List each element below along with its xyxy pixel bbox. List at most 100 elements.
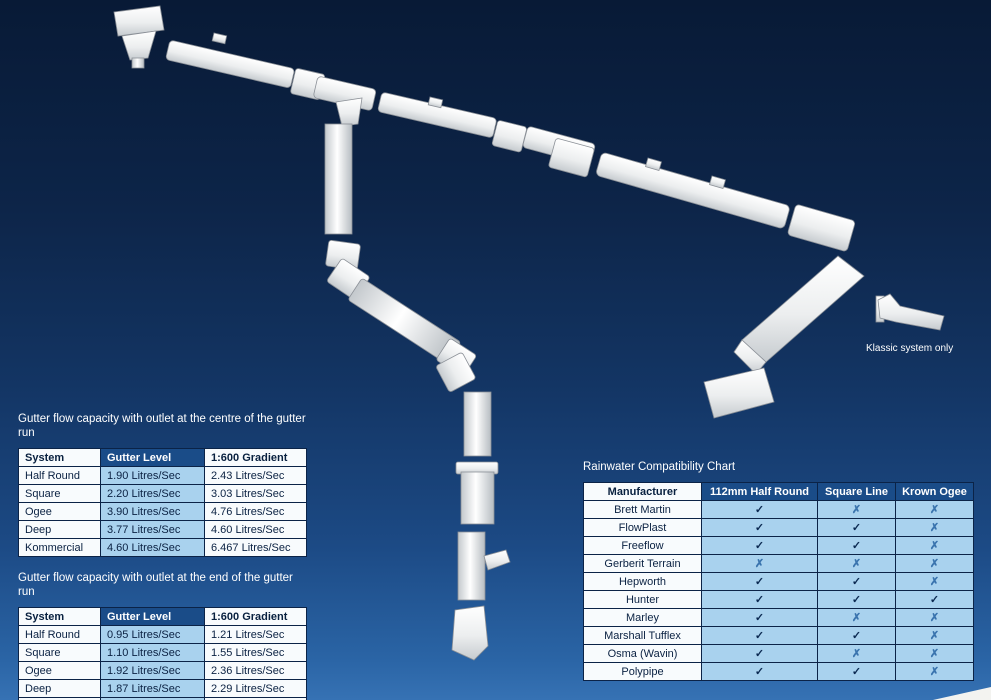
manufacturer-cell: Freeflow <box>583 536 702 555</box>
page-corner-curl <box>933 687 991 700</box>
table-row: Half Round 0.95 Litres/Sec 1.21 Litres/S… <box>18 625 307 644</box>
compat-mark: ✗ <box>817 608 896 627</box>
compat-mark: ✓ <box>701 572 818 591</box>
flow-value-cell: 1.87 Litres/Sec <box>100 679 205 698</box>
end-table-caption: Gutter flow capacity with outlet at the … <box>18 572 293 598</box>
flow-value-cell: 0.95 Litres/Sec <box>100 625 205 644</box>
table-row: Kommercial 4.60 Litres/Sec 6.467 Litres/… <box>18 538 307 557</box>
manufacturer-cell: FlowPlast <box>583 518 702 537</box>
manufacturer-cell: Hepworth <box>583 572 702 591</box>
flow-value-cell: 1.10 Litres/Sec <box>100 643 205 662</box>
compat-mark: ✓ <box>895 590 974 609</box>
centre-table-caption: Gutter flow capacity with outlet at the … <box>18 413 306 439</box>
flow-value-cell: 2.20 Litres/Sec <box>100 484 205 503</box>
compat-row: Hunter ✓ ✓ ✓ <box>583 590 974 609</box>
flow-value-cell: 4.60 Litres/Sec <box>100 538 205 557</box>
system-cell: Square <box>18 484 101 503</box>
flow-value-cell: 1.90 Litres/Sec <box>100 466 205 485</box>
flow-value-cell: 3.03 Litres/Sec <box>204 484 307 503</box>
compat-caption: Rainwater Compatibility Chart <box>583 461 736 473</box>
compat-mark: ✓ <box>817 536 896 555</box>
compat-mark: ✓ <box>817 518 896 537</box>
compat-mark: ✓ <box>817 572 896 591</box>
centre-flow-table: System Gutter Level 1:600 Gradient Half … <box>18 448 307 557</box>
table-row: Deep 1.87 Litres/Sec 2.29 Litres/Sec <box>18 679 307 698</box>
compat-mark: ✗ <box>895 608 974 627</box>
compat-mark: ✓ <box>701 500 818 519</box>
column-header-system: System <box>18 607 101 626</box>
compat-mark: ✓ <box>701 662 818 681</box>
system-cell: Half Round <box>18 625 101 644</box>
compat-row: Osma (Wavin) ✓ ✗ ✗ <box>583 644 974 663</box>
flow-value-cell: 4.60 Litres/Sec <box>204 520 307 539</box>
column-header-gutter-level: Gutter Level <box>100 448 205 467</box>
compat-mark: ✗ <box>895 626 974 645</box>
compat-mark: ✗ <box>895 518 974 537</box>
compat-mark: ✓ <box>701 608 818 627</box>
compat-mark: ✗ <box>895 554 974 573</box>
column-header-krown-ogee: Krown Ogee <box>895 482 974 501</box>
klassic-system-note: Klassic system only <box>866 343 954 354</box>
gutter-run-upper <box>165 32 596 178</box>
flow-value-cell: 3.23 Litres/Sec <box>204 697 307 700</box>
flow-capacity-tables: Gutter flow capacity with outlet at the … <box>18 412 310 700</box>
table-header-row: Manufacturer 112mm Half Round Square Lin… <box>583 482 974 501</box>
flow-value-cell: 2.29 Litres/Sec <box>204 679 307 698</box>
downpipe-run <box>324 123 511 661</box>
column-header-square-line: Square Line <box>817 482 896 501</box>
flow-value-cell: 3.90 Litres/Sec <box>100 502 205 521</box>
compat-mark: ✓ <box>701 536 818 555</box>
compat-mark: ✗ <box>895 536 974 555</box>
fascia-bracket <box>875 293 945 331</box>
gutter-run-lower <box>596 152 856 252</box>
compat-mark: ✗ <box>817 644 896 663</box>
manufacturer-cell: Osma (Wavin) <box>583 644 702 663</box>
system-cell: Square <box>18 643 101 662</box>
compat-row: Marley ✓ ✗ ✗ <box>583 608 974 627</box>
table-header-row: System Gutter Level 1:600 Gradient <box>18 448 307 467</box>
compat-mark: ✓ <box>701 590 818 609</box>
manufacturer-cell: Marley <box>583 608 702 627</box>
manufacturer-cell: Marshall Tufflex <box>583 626 702 645</box>
manufacturer-cell: Polypipe <box>583 662 702 681</box>
table-row: Kommercial 2.30 Litres/Sec 3.23 Litres/S… <box>18 697 307 700</box>
hopper-outlet <box>113 5 165 69</box>
flow-value-cell: 6.467 Litres/Sec <box>204 538 307 557</box>
flow-value-cell: 1.55 Litres/Sec <box>204 643 307 662</box>
manufacturer-cell: Hunter <box>583 590 702 609</box>
flow-value-cell: 4.76 Litres/Sec <box>204 502 307 521</box>
compat-mark: ✓ <box>701 518 818 537</box>
manufacturer-cell: Gerberit Terrain <box>583 554 702 573</box>
compat-row: Brett Martin ✓ ✗ ✗ <box>583 500 974 519</box>
compat-row: Marshall Tufflex ✓ ✓ ✗ <box>583 626 974 645</box>
table-row: Ogee 1.92 Litres/Sec 2.36 Litres/Sec <box>18 661 307 680</box>
end-flow-table: System Gutter Level 1:600 Gradient Half … <box>18 607 307 700</box>
compat-row: FlowPlast ✓ ✓ ✗ <box>583 518 974 537</box>
corner-gutter-pieces <box>703 255 865 419</box>
compat-mark: ✓ <box>701 644 818 663</box>
flow-value-cell: 1.21 Litres/Sec <box>204 625 307 644</box>
flow-value-cell: 1.92 Litres/Sec <box>100 661 205 680</box>
column-header-half-round: 112mm Half Round <box>701 482 818 501</box>
compat-mark: ✓ <box>817 662 896 681</box>
table-row: Half Round 1.90 Litres/Sec 2.43 Litres/S… <box>18 466 307 485</box>
compat-mark: ✗ <box>817 554 896 573</box>
compat-mark: ✗ <box>895 644 974 663</box>
table-row: Square 2.20 Litres/Sec 3.03 Litres/Sec <box>18 484 307 503</box>
system-cell: Kommercial <box>18 538 101 557</box>
table-row: Ogee 3.90 Litres/Sec 4.76 Litres/Sec <box>18 502 307 521</box>
compat-mark: ✗ <box>701 554 818 573</box>
flow-value-cell: 2.43 Litres/Sec <box>204 466 307 485</box>
compat-mark: ✗ <box>895 500 974 519</box>
table-header-row: System Gutter Level 1:600 Gradient <box>18 607 307 626</box>
column-header-gutter-level: Gutter Level <box>100 607 205 626</box>
system-cell: Deep <box>18 520 101 539</box>
table-row: Deep 3.77 Litres/Sec 4.60 Litres/Sec <box>18 520 307 539</box>
compat-table: Manufacturer 112mm Half Round Square Lin… <box>583 482 974 681</box>
system-cell: Half Round <box>18 466 101 485</box>
column-header-gradient: 1:600 Gradient <box>204 607 307 626</box>
system-cell: Ogee <box>18 502 101 521</box>
compat-row: Freeflow ✓ ✓ ✗ <box>583 536 974 555</box>
compatibility-chart: Rainwater Compatibility Chart Manufactur… <box>583 460 975 681</box>
